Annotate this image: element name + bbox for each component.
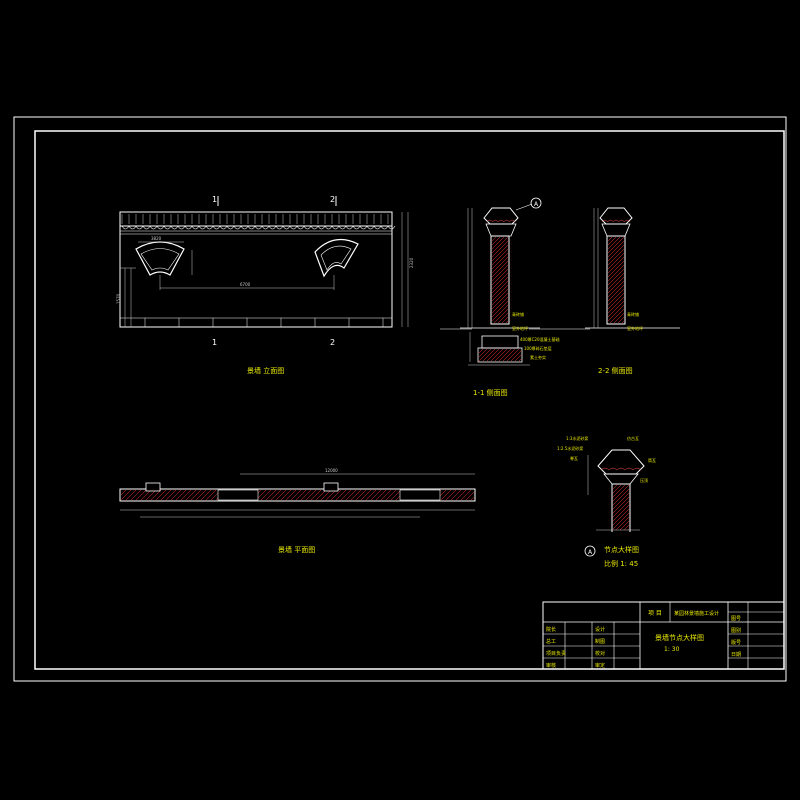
detail-note: 仿古瓦 (627, 435, 639, 441)
plan-opening-1 (217, 489, 259, 501)
detail-scale: 比例 1: 45 (604, 559, 638, 568)
detail-callout-circle (530, 197, 542, 209)
note-foundation: 400厚C20混凝土基础 (520, 336, 560, 342)
detail-note: 筒瓦 (648, 457, 656, 463)
plan-title: 景墙 平面图 (278, 545, 315, 554)
tb-role-label: 制图 (595, 638, 605, 645)
section-2-2-view: 青砖铺 室外地坪 2-2 侧面图 (585, 207, 680, 375)
section-mark-2-top: 2 (330, 195, 335, 204)
fan-window-right (314, 238, 359, 278)
plan-pier-2 (323, 482, 339, 492)
detail-title-callout-label: A (588, 549, 593, 556)
tb-role-label: 项目负责 (546, 650, 566, 657)
note-paving-2: 青砖铺 (627, 311, 639, 317)
section-mark-2-bottom: 2 (330, 338, 335, 347)
tb-info-label: 图号 (731, 616, 741, 622)
section-1-1-title: 1-1 侧面图 (473, 388, 508, 397)
section-1-1-view: A 青砖铺 室外地坪 400厚C20混凝土基础 100厚碎石垫层 素土夯实 1-… (440, 197, 590, 397)
detail-title-callout (584, 545, 596, 557)
section-2-2-title: 2-2 侧面图 (598, 366, 633, 375)
plan-wall (119, 488, 476, 502)
tb-role-label: 总工 (546, 638, 556, 645)
cap-hatch-2 (601, 219, 631, 223)
note-ground: 室外地坪 (512, 325, 528, 331)
plan-pier-1 (145, 482, 161, 492)
note-ground-2: 室外地坪 (627, 325, 643, 331)
tb-project-name: 某园林景墙施工设计 (674, 610, 719, 617)
column-hatch-2 (607, 236, 625, 324)
column-hatch (491, 236, 509, 324)
tb-role-label: 审定 (595, 662, 605, 669)
section-mark-1-top: 1 (212, 195, 217, 204)
base-joints (144, 318, 384, 327)
detail-note: 1:3水泥砂浆 (566, 435, 588, 441)
tb-info-label: 日期 (731, 652, 741, 658)
detail-column-hatch (612, 484, 630, 531)
tb-scale: 1: 30 (664, 646, 680, 653)
tb-role-label: 审核 (546, 662, 556, 669)
detail-title: 节点大样图 (604, 545, 639, 554)
dim-window-span: 6700 (240, 282, 251, 287)
outer-border (13, 116, 787, 682)
cap-hatch (486, 219, 516, 223)
detail-note: 压顶 (640, 478, 648, 483)
elevation-title: 景墙 立面图 (247, 366, 284, 375)
elevation-view: 1 2 1 2 3820 6700 1570 2320 景墙 (116, 195, 414, 375)
section-mark-1-bottom: 1 (212, 338, 217, 347)
plan-dim-total: 12000 (325, 468, 338, 473)
dim-fan-width: 3820 (151, 236, 162, 241)
dim-overall-height: 2320 (409, 257, 414, 268)
plan-view: 12000 景墙 平面图 (119, 468, 476, 554)
tb-drawing-name: 景墙节点大样图 (655, 633, 704, 642)
inner-border (34, 130, 785, 670)
tb-role-label: 校对 (595, 650, 605, 657)
note-paving: 青砖铺 (512, 311, 524, 317)
dim-left-height: 1570 (116, 293, 121, 304)
tb-project-label: 项 目 (648, 610, 662, 617)
tb-info-label: 版号 (731, 639, 741, 646)
fan-window-left (135, 241, 185, 276)
tb-role-label: 设计 (595, 626, 605, 633)
detail-note: 脊瓦 (570, 455, 578, 461)
plan-opening-2 (399, 489, 441, 501)
tb-role-label: 院长 (546, 626, 556, 633)
coping-tiles (121, 214, 396, 230)
note-gravel: 100厚碎石垫层 (524, 345, 552, 351)
wall-coping (119, 211, 393, 227)
detail-cap-hatch (600, 467, 642, 471)
foundation-hatch (478, 348, 522, 362)
detail-callout-label: A (534, 201, 539, 208)
detail-note: 1:2.5水泥砂浆 (557, 445, 583, 451)
tb-info-label: 图别 (731, 627, 741, 634)
note-soil: 素土夯实 (530, 354, 546, 360)
